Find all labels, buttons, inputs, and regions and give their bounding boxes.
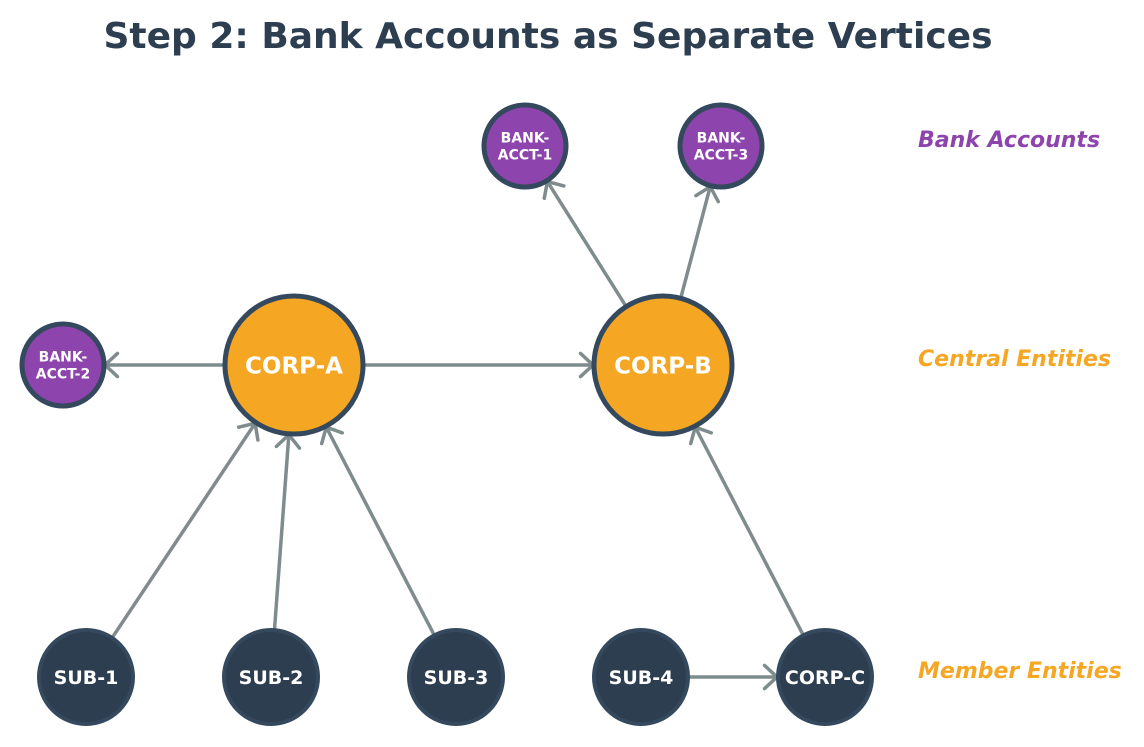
edge-corpB-to-bank3 bbox=[678, 184, 720, 301]
legend-central-entities: Central Entities bbox=[918, 347, 1111, 372]
node-corpA[interactable]: CORP-A bbox=[222, 293, 366, 437]
node-label: SUB-3 bbox=[424, 667, 489, 689]
edge-corpB-to-bank1 bbox=[542, 179, 628, 309]
node-bank1[interactable]: BANK-ACCT-1 bbox=[481, 102, 569, 190]
node-circle bbox=[407, 628, 505, 726]
node-label: CORP-A bbox=[245, 353, 343, 379]
node-label: ACCT-2 bbox=[36, 366, 90, 382]
node-circle bbox=[222, 293, 366, 437]
node-corpB[interactable]: CORP-B bbox=[591, 293, 735, 437]
node-circle bbox=[677, 102, 765, 190]
node-circle bbox=[19, 321, 107, 409]
edge-sub4-to-corpC bbox=[686, 663, 779, 691]
node-label: SUB-4 bbox=[609, 667, 674, 689]
node-circle bbox=[592, 628, 690, 726]
node-sub2[interactable]: SUB-2 bbox=[222, 628, 320, 726]
legend-bank-accounts: Bank Accounts bbox=[918, 128, 1100, 153]
edge-sub2-to-corpA bbox=[272, 433, 302, 632]
node-circle bbox=[591, 293, 735, 437]
node-label: BANK- bbox=[501, 131, 550, 147]
node-circle bbox=[222, 628, 320, 726]
node-label: BANK- bbox=[697, 131, 746, 147]
edge-layer bbox=[103, 179, 806, 691]
node-label: ACCT-1 bbox=[498, 147, 552, 163]
node-circle bbox=[37, 628, 135, 726]
node-sub3[interactable]: SUB-3 bbox=[407, 628, 505, 726]
node-sub1[interactable]: SUB-1 bbox=[37, 628, 135, 726]
node-bank2[interactable]: BANK-ACCT-2 bbox=[19, 321, 107, 409]
node-label: SUB-2 bbox=[239, 667, 304, 689]
node-circle bbox=[481, 102, 569, 190]
node-label: SUB-1 bbox=[54, 667, 119, 689]
node-bank3[interactable]: BANK-ACCT-3 bbox=[677, 102, 765, 190]
edge-corpC-to-corpB bbox=[688, 425, 806, 638]
node-label: ACCT-3 bbox=[694, 147, 748, 163]
edge-sub1-to-corpA bbox=[110, 421, 260, 640]
node-label: CORP-C bbox=[785, 667, 865, 689]
edge-corpA-to-corpB bbox=[361, 351, 595, 379]
edge-sub3-to-corpA bbox=[319, 425, 437, 638]
node-sub4[interactable]: SUB-4 bbox=[592, 628, 690, 726]
node-label: CORP-B bbox=[614, 353, 712, 379]
node-corpC[interactable]: CORP-C bbox=[776, 628, 874, 726]
edge-corpA-to-bank2 bbox=[103, 351, 227, 379]
node-circle bbox=[776, 628, 874, 726]
legend-member-entities: Member Entities bbox=[918, 659, 1122, 684]
diagram-title: Step 2: Bank Accounts as Separate Vertic… bbox=[103, 16, 992, 57]
node-label: BANK- bbox=[39, 350, 88, 366]
